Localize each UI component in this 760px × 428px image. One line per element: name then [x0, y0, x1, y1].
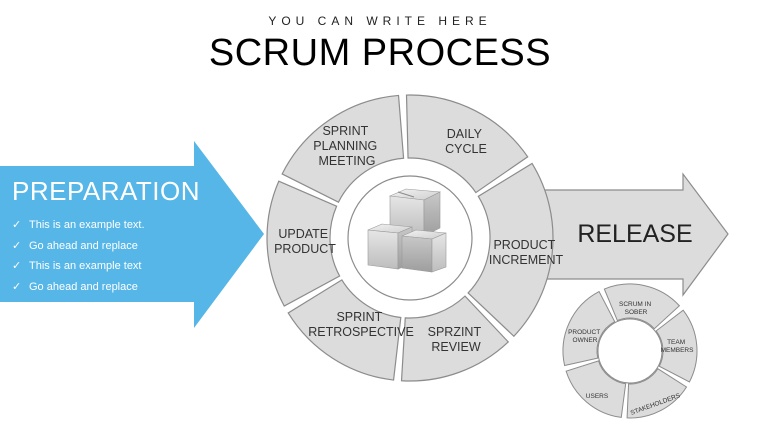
role-scrum-in-sober-label: SCRUM IN SOBER	[619, 301, 653, 316]
segment-scrum-in-sober	[603, 283, 681, 330]
list-item: ✓This is an example text.	[12, 215, 242, 236]
boxes-icon	[367, 188, 447, 273]
check-icon: ✓	[12, 239, 22, 252]
segment-sprint-planning	[281, 94, 405, 203]
list-item: ✓This is an example text	[12, 256, 242, 277]
preparation-title: PREPARATION	[12, 176, 201, 206]
segment-product-owner	[562, 290, 616, 367]
check-icon: ✓	[12, 260, 22, 272]
role-product-owner-label: PRODUCT OWNER	[568, 329, 602, 344]
page-title: SCRUM PROCESS	[208, 32, 552, 74]
role-team-members-label: TEAM MEMBERS	[661, 339, 695, 354]
release-label: RELEASE	[577, 220, 692, 248]
segment-users	[565, 360, 627, 418]
sprint-planning-label: SPRINT PLANNING MEETING	[313, 124, 380, 168]
roles-center	[597, 318, 663, 384]
role-users-label: USERS	[586, 393, 609, 400]
list-item: ✓Go ahead and replace	[12, 277, 242, 298]
release-arrow	[539, 172, 729, 297]
preparation-block: PREPARATION ✓This is an example text. ✓G…	[12, 176, 242, 297]
check-icon: ✓	[12, 219, 22, 231]
segment-team-members	[655, 309, 698, 383]
segment-sprzint-review	[400, 295, 510, 382]
segment-update-product	[266, 180, 341, 307]
segment-stakeholders	[626, 368, 688, 419]
segment-daily-cycle	[405, 94, 529, 194]
daily-cycle-label: DAILY CYCLE	[445, 127, 487, 156]
segment-sprint-retrospective	[287, 279, 402, 381]
page-subtitle: YOU CAN WRITE HERE	[268, 14, 492, 28]
product-increment-label: PRODUCT INCREMENT	[489, 238, 564, 267]
check-icon: ✓	[12, 280, 22, 293]
sprint-retrospective-label: SPRINT RETROSPECTIVE	[308, 310, 414, 339]
preparation-arrow	[0, 141, 264, 328]
sprzint-review-label: SPRZINT REVIEW	[428, 325, 485, 354]
update-product-label: UPDATE PRODUCT	[274, 227, 336, 256]
segment-product-increment	[467, 162, 554, 338]
preparation-list: ✓This is an example text. ✓Go ahead and …	[12, 215, 242, 297]
list-item: ✓Go ahead and replace	[12, 236, 242, 257]
